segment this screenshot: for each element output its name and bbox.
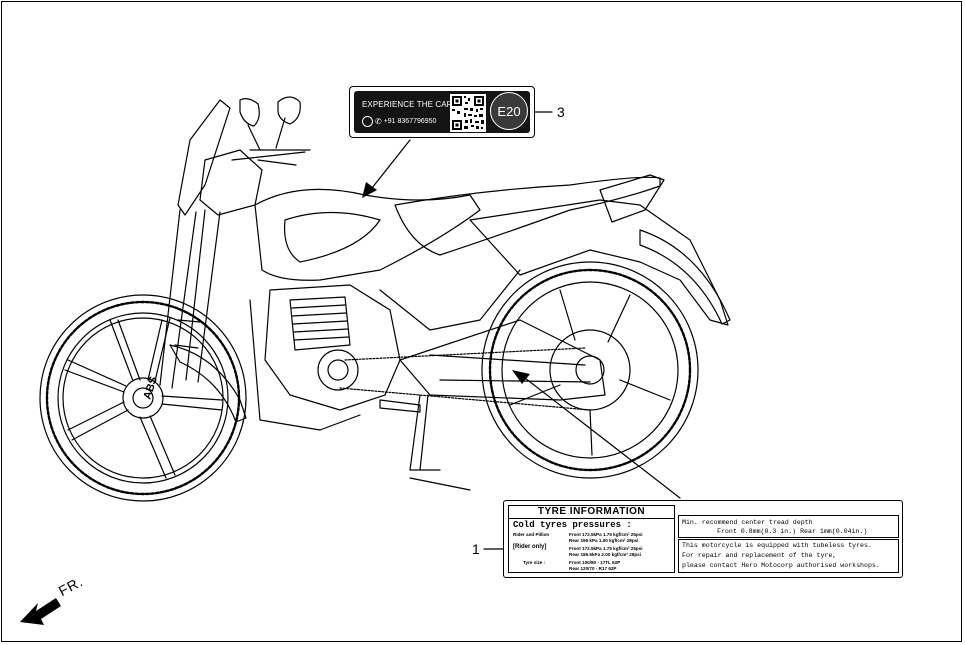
tubeless-notice-panel: This motorcycle is equipped with tubeles… bbox=[678, 539, 899, 573]
tread-depth-title: Min. recommend center tread depth bbox=[682, 519, 813, 526]
cold-pressure-title: Cold tyres pressures : bbox=[513, 520, 632, 530]
headlamp-cowl bbox=[177, 99, 231, 216]
care-label: EXPERIENCE THE CARE ✆ +91 8367796950 E20 bbox=[349, 86, 535, 138]
handlebar bbox=[231, 149, 311, 166]
rear-wheel bbox=[481, 261, 699, 479]
rear-fender bbox=[639, 229, 731, 325]
drive-chain bbox=[339, 347, 591, 411]
tyre-information-label: TYRE INFORMATION Cold tyres pressures : … bbox=[503, 500, 903, 578]
whatsapp-icon bbox=[362, 116, 373, 127]
rider-only-rear: Rear 186.5kPa 2.00 kgf/cm² 28psi bbox=[569, 552, 642, 557]
e20-fuel-badge: E20 bbox=[490, 92, 528, 130]
tyre-info-heading: TYRE INFORMATION bbox=[509, 506, 674, 519]
rider-only-label: [Rider only] bbox=[513, 544, 547, 550]
rear-body bbox=[469, 199, 729, 326]
front-fork bbox=[159, 209, 221, 389]
front-direction-arrow bbox=[20, 598, 61, 625]
front-fender bbox=[169, 344, 247, 423]
seat bbox=[394, 176, 661, 256]
tyre-pressure-panel: TYRE INFORMATION Cold tyres pressures : … bbox=[508, 505, 675, 573]
care-label-panel: EXPERIENCE THE CARE ✆ +91 8367796950 E20 bbox=[354, 91, 530, 133]
mirror-left bbox=[239, 98, 261, 151]
center-stand bbox=[409, 394, 471, 491]
care-label-phone-row: ✆ +91 8367796950 bbox=[362, 116, 436, 127]
rider-pillion-label: Rider and Pillion bbox=[513, 532, 550, 537]
care-label-phone: +91 8367796950 bbox=[383, 118, 437, 125]
tubeless-line-1: This motorcycle is equipped with tubeles… bbox=[682, 542, 872, 549]
qr-code bbox=[450, 94, 486, 132]
rider-pillion-front: Front 172.5kPa 1.75 kgf/cm² 25psi bbox=[569, 532, 643, 537]
engine bbox=[264, 284, 401, 411]
tyre-size-rear: Rear 120/70 - R17 62P bbox=[569, 566, 617, 571]
tubeless-line-2: For repair and replacement of the tyre, bbox=[682, 552, 837, 559]
arrow-head-care bbox=[362, 182, 377, 198]
arrow-head-tyre bbox=[512, 370, 530, 384]
tyre-size-front: Front 100/80 - 17TL 52P bbox=[569, 560, 621, 565]
fork-abs-text: ABS bbox=[141, 375, 160, 401]
care-label-title: EXPERIENCE THE CARE bbox=[362, 100, 458, 109]
tyre-size-label: Tyre size : bbox=[523, 560, 546, 565]
tread-depth-values: Front 0.8mm(0.3 in.) Rear 1mm(0.04in.) bbox=[717, 528, 868, 535]
rider-only-front: Front 172.5kPa 1.75 kgf/cm² 25psi bbox=[569, 546, 643, 551]
tubeless-line-3: please contact Hero Motocorp authorised … bbox=[682, 562, 880, 569]
fuel-tank bbox=[254, 188, 481, 281]
mirror-right bbox=[275, 96, 301, 149]
phone-icon: ✆ bbox=[375, 117, 382, 126]
tread-depth-panel: Min. recommend center tread depth Front … bbox=[678, 515, 899, 538]
swingarm bbox=[399, 319, 606, 401]
rider-pillion-rear: Rear 196 kPa 1.00 kgf/cm² 28psi bbox=[569, 538, 639, 543]
callout-number-3: 3 bbox=[557, 104, 565, 120]
callout-number-1: 1 bbox=[472, 541, 480, 557]
